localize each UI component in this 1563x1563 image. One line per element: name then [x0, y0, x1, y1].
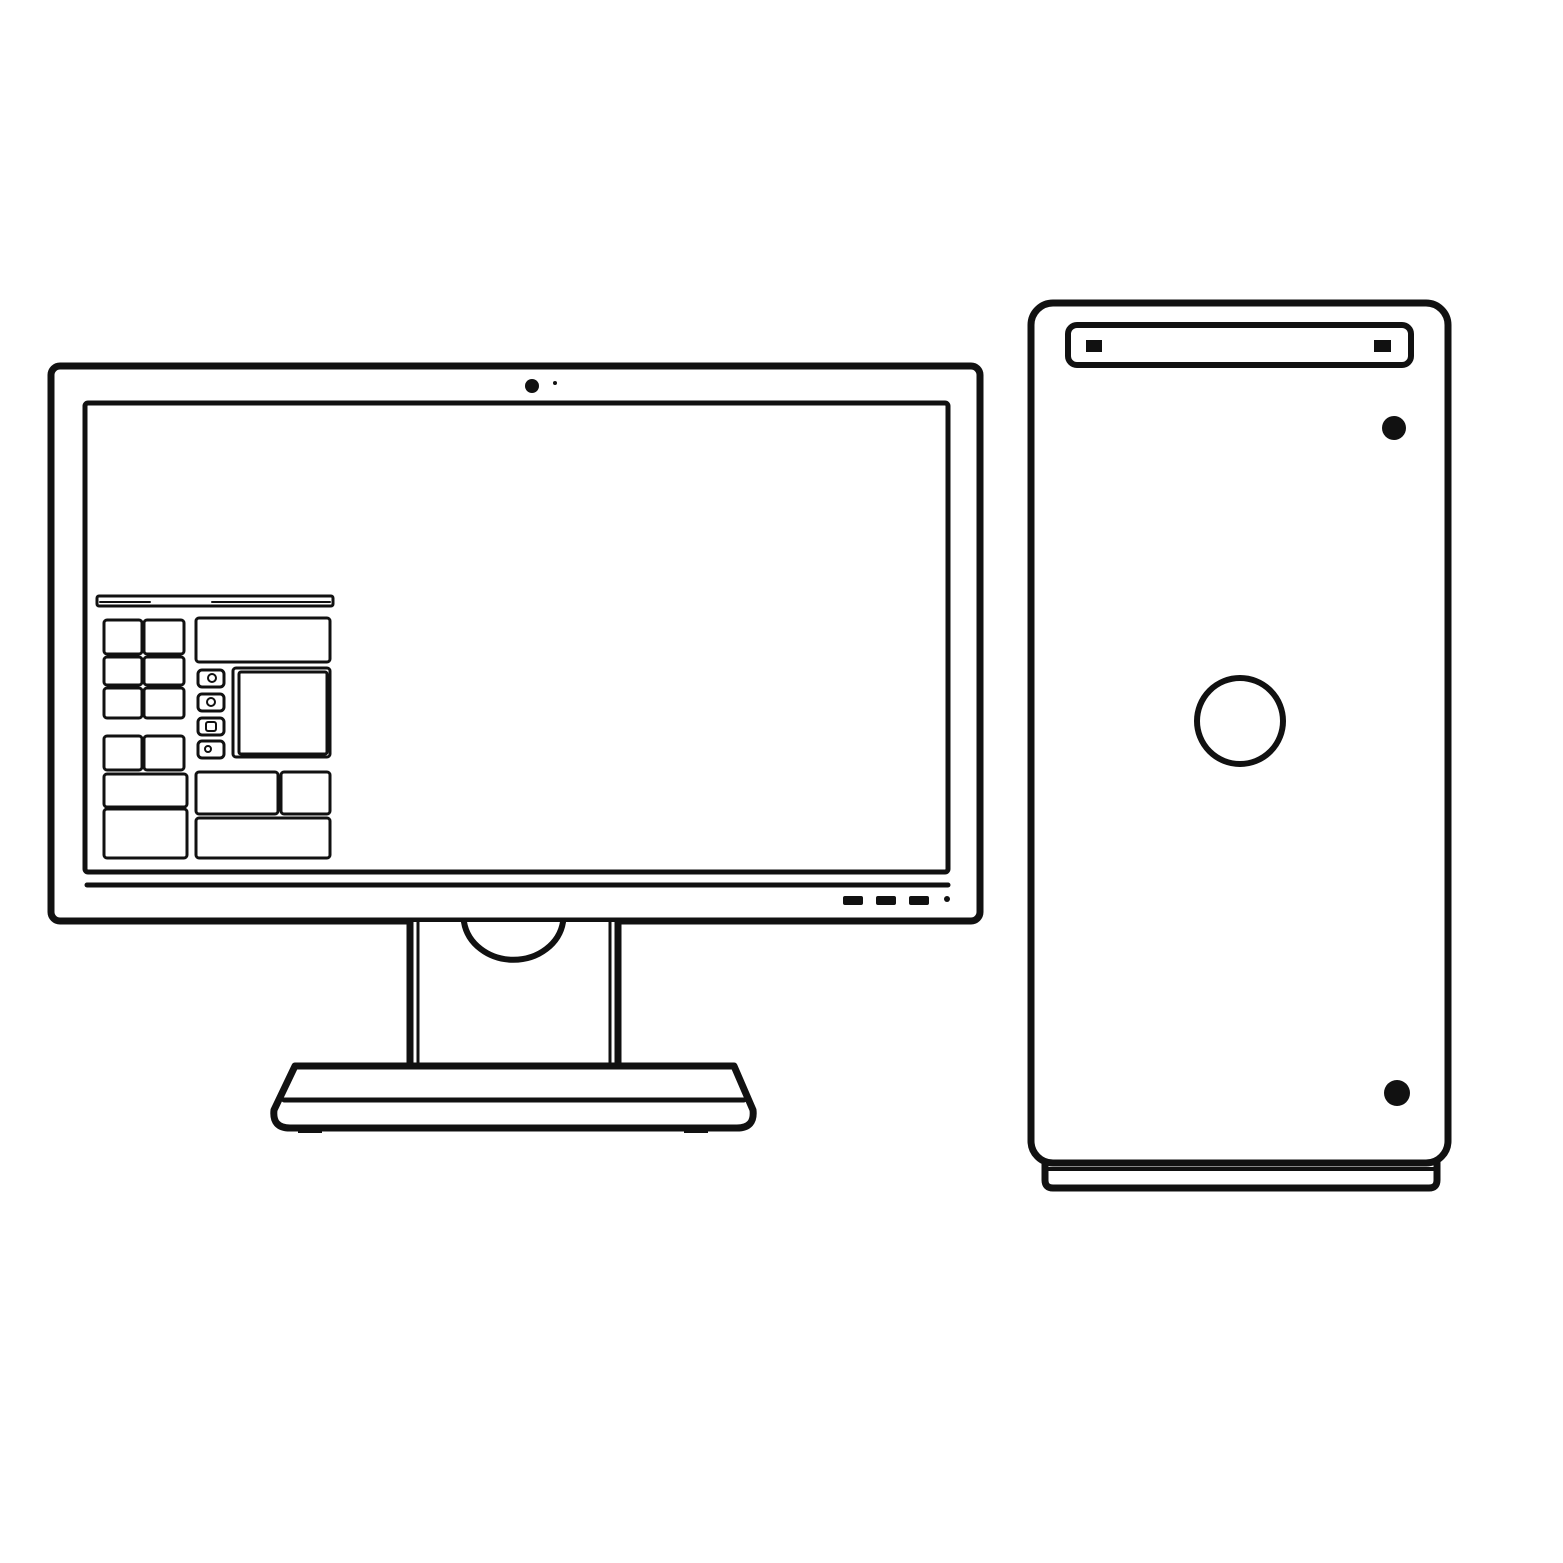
drive-eject-right: [1374, 340, 1391, 352]
small-app-icon[interactable]: [196, 692, 226, 713]
app-tile[interactable]: [102, 686, 144, 720]
monitor: [47, 362, 984, 1133]
app-tile[interactable]: [102, 618, 144, 656]
app-tile[interactable]: [102, 734, 144, 772]
app-tile-wide[interactable]: [194, 616, 332, 664]
app-tile[interactable]: [142, 618, 186, 656]
app-tile[interactable]: [194, 770, 280, 816]
webcam-indicator: [553, 381, 557, 385]
small-app-icon-glyph: [206, 697, 216, 707]
monitor-button-2[interactable]: [876, 896, 896, 905]
app-tile[interactable]: [279, 770, 332, 816]
stand-foot-left: [298, 1128, 322, 1133]
stand-base: [270, 1062, 757, 1132]
app-tile[interactable]: [102, 772, 189, 809]
app-tile-wide[interactable]: [194, 816, 332, 860]
tower-indicator-top: [1382, 416, 1406, 440]
monitor-screen: [82, 400, 951, 875]
app-tile[interactable]: [142, 655, 186, 687]
optical-drive-slot[interactable]: [1065, 322, 1414, 368]
app-tile[interactable]: [142, 686, 186, 720]
small-app-icon[interactable]: [196, 668, 226, 689]
drive-eject-left: [1086, 340, 1102, 352]
small-app-icon-glyph: [204, 745, 212, 753]
monitor-button-3[interactable]: [909, 896, 929, 905]
start-menu: [95, 594, 335, 860]
stand-cable-cutout: [461, 919, 566, 963]
tower-indicator-bottom: [1384, 1080, 1410, 1106]
monitor-power-led: [944, 896, 950, 902]
app-tile[interactable]: [142, 734, 186, 772]
small-app-icon-glyph: [205, 721, 217, 732]
stand-foot-right: [684, 1128, 708, 1133]
small-app-icon[interactable]: [196, 716, 226, 737]
small-app-icon-glyph: [207, 673, 217, 683]
app-tile-large-outer[interactable]: [231, 666, 332, 759]
app-tile[interactable]: [102, 807, 189, 860]
webcam-icon: [525, 379, 539, 393]
power-button-icon[interactable]: [1194, 675, 1286, 767]
app-tile-large-inner: [237, 670, 329, 756]
start-menu-top-bar: [95, 594, 335, 608]
small-app-icon[interactable]: [196, 739, 226, 760]
app-tile[interactable]: [102, 655, 144, 687]
computer-tower: [1027, 299, 1452, 1192]
monitor-button-1[interactable]: [843, 896, 863, 905]
